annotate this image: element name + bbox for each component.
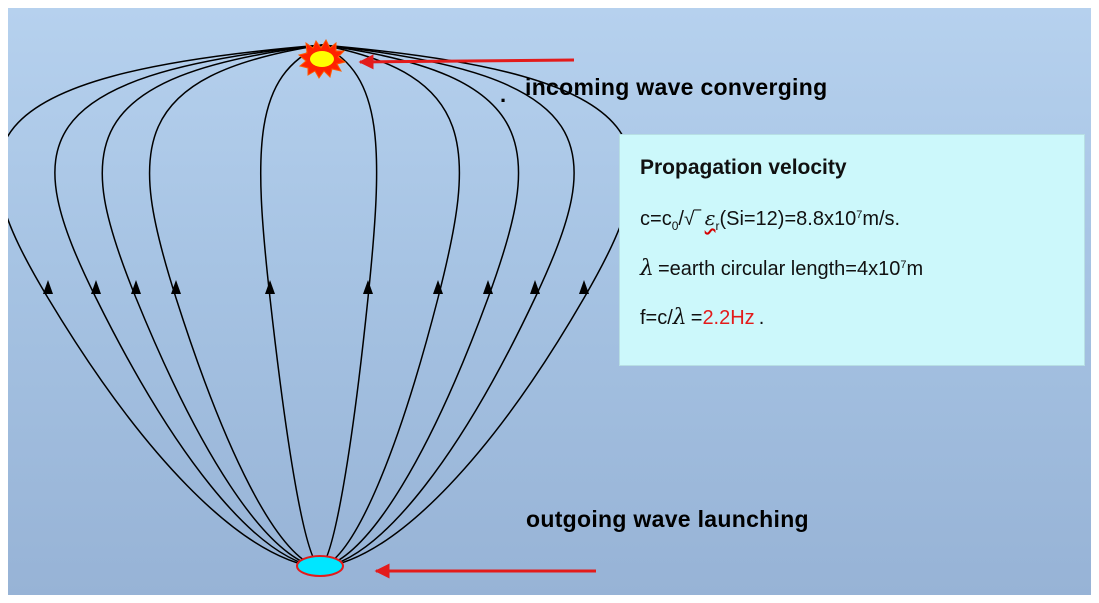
field-line-10 — [319, 44, 633, 569]
up-arrow-icon-5 — [265, 280, 275, 294]
stray-dot: . — [500, 82, 507, 107]
sqrt-icon: √‾ — [683, 209, 701, 230]
field-lines — [8, 44, 633, 569]
up-arrow-icon-8 — [483, 280, 493, 294]
field-arrows — [43, 280, 589, 294]
field-line-9 — [319, 44, 575, 569]
velocity-rest: (Si=12)=8.8x10 — [719, 208, 857, 230]
lambda-symbol-2: λ — [672, 305, 687, 330]
wavelength-text: =earth circular length=4x10 — [657, 258, 901, 280]
field-line-6 — [319, 44, 378, 569]
sphere-diagram — [8, 38, 633, 579]
field-line-2 — [54, 44, 323, 569]
c0: c — [661, 208, 672, 230]
velocity-exponent: 7 — [856, 209, 863, 221]
up-arrow-icon-3 — [131, 280, 141, 294]
frequency-text: f=c/ — [640, 307, 673, 329]
up-arrow-icon-2 — [91, 280, 101, 294]
c0-subscript: 0 — [671, 219, 679, 233]
lambda-symbol: λ — [640, 256, 654, 281]
burst-icon — [297, 38, 347, 79]
up-arrow-icon-6 — [363, 280, 373, 294]
velocity-formula: c=c0/√‾εr(Si=12)=8.8x107m/s. — [640, 206, 900, 233]
wavelength-formula: λ=earth circular length=4x107m — [640, 256, 923, 281]
epsilon-subscript: r — [715, 219, 720, 233]
frequency-value: 2.2Hz — [702, 307, 755, 329]
up-arrow-icon-10 — [579, 280, 589, 294]
field-line-4 — [148, 44, 323, 569]
field-line-5 — [259, 44, 323, 569]
c-equals: c= — [640, 208, 662, 230]
info-title: Propagation velocity — [640, 156, 847, 179]
frequency-formula: f=c/λ=2.2Hz. — [640, 305, 764, 330]
slash: / — [678, 208, 684, 230]
velocity-unit: m/s. — [862, 208, 901, 230]
wavelength-unit: m — [906, 258, 924, 280]
epsilon-symbol: ε — [704, 206, 716, 230]
red-arrow-icon-top — [358, 54, 575, 70]
ellipse-source-icon — [296, 555, 344, 577]
frequency-equals: = — [690, 307, 703, 329]
field-line-8 — [319, 44, 520, 569]
propagation-info-box: Propagation velocity c=c0/√‾εr(Si=12)=8.… — [619, 134, 1085, 366]
up-arrow-icon-7 — [433, 280, 443, 294]
up-arrow-icon-1 — [43, 280, 53, 294]
wavelength-exponent: 7 — [900, 259, 907, 271]
slide: . incoming wave converging outgoing wave… — [8, 8, 1091, 595]
incoming-wave-label: incoming wave converging — [525, 74, 828, 100]
field-line-7 — [319, 44, 461, 569]
field-line-1 — [8, 44, 323, 569]
frequency-dot: . — [758, 307, 765, 329]
up-arrow-icon-9 — [530, 280, 540, 294]
up-arrow-icon-4 — [171, 280, 181, 294]
outgoing-wave-label: outgoing wave launching — [526, 506, 809, 532]
field-line-3 — [101, 44, 323, 569]
